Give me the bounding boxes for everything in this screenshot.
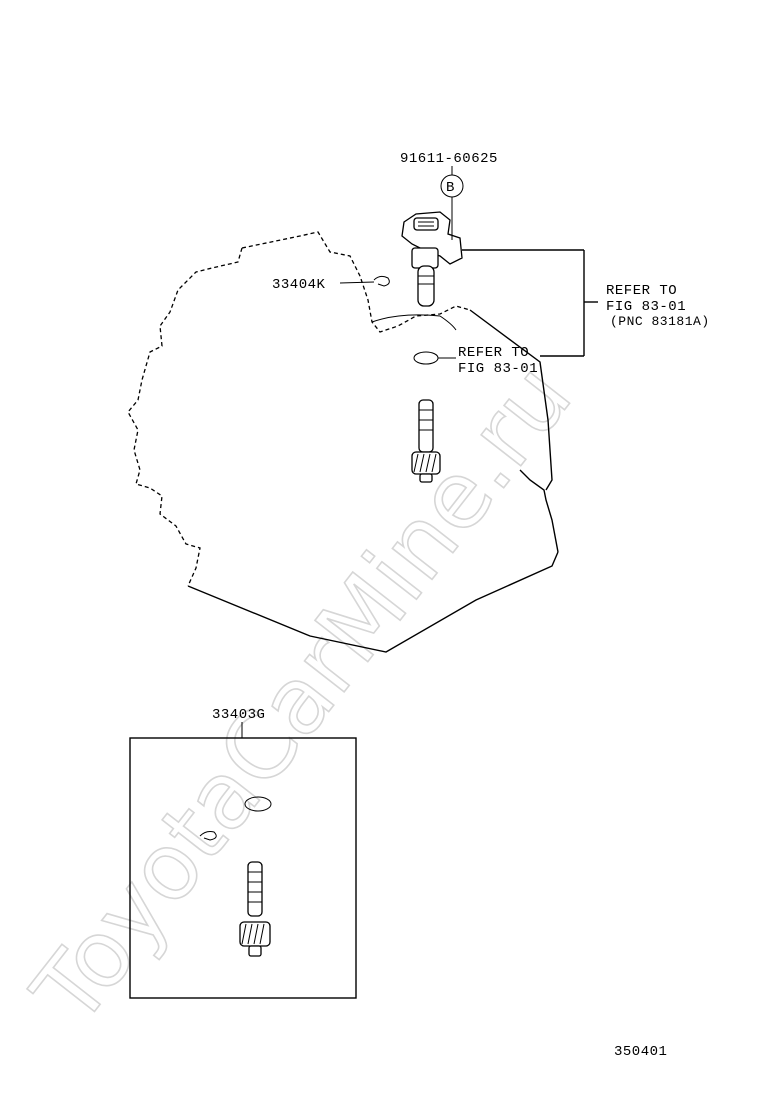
kit-box[interactable] — [129, 737, 357, 999]
reference-note-1-line2: FIG 83-01 — [606, 299, 686, 315]
reference-note-2-line2: FIG 83-01 — [458, 361, 538, 377]
speed-sensor[interactable] — [401, 211, 463, 307]
kit-driven-gear[interactable] — [239, 861, 271, 957]
o-ring[interactable] — [413, 351, 439, 365]
clip-part-number: 33404K — [272, 277, 326, 293]
reference-note-1-line3: (PNC 83181A) — [610, 314, 710, 329]
reference-note-2-line1: REFER TO — [458, 345, 529, 361]
clip-part[interactable] — [373, 275, 390, 287]
bolt-letter: B — [446, 180, 455, 196]
sensor-part-number: 91611-60625 — [400, 151, 498, 167]
kit-o-ring[interactable] — [244, 796, 272, 812]
reference-bracket — [462, 249, 598, 357]
driven-gear[interactable] — [411, 399, 441, 483]
kit-clip[interactable] — [199, 831, 217, 841]
figure-number: 350401 — [614, 1044, 667, 1060]
reference-note-1-line1: REFER TO — [606, 283, 677, 299]
kit-part-number: 33403G — [212, 707, 265, 723]
watermark-text: ToyotaCarMine.ru — [12, 344, 592, 1044]
transmission-housing — [127, 231, 559, 653]
